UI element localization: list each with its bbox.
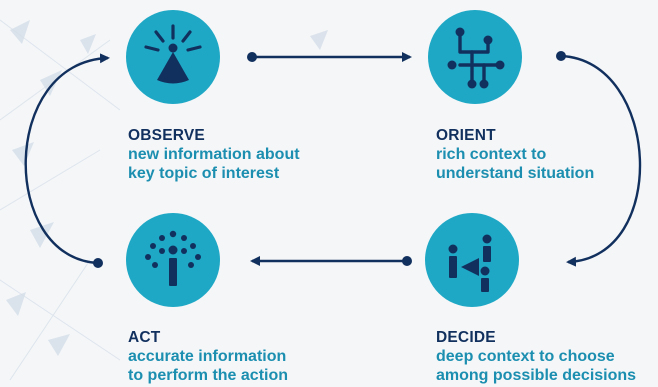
decide-info-pointer-icon <box>448 234 492 292</box>
arrow-act-to-observe <box>24 53 110 268</box>
decide-label: DECIDE deep context to choose among poss… <box>436 328 636 385</box>
arrow-decide-to-act <box>250 256 412 266</box>
observe-radiating-cone-icon <box>144 24 202 84</box>
act-node <box>126 213 220 307</box>
arrow-orient-to-decide <box>556 51 642 267</box>
orient-title: ORIENT <box>436 127 496 144</box>
orient-node <box>428 10 522 104</box>
act-info-dots-icon <box>145 230 201 286</box>
observe-desc-line2: key topic of interest <box>128 165 280 182</box>
observe-title: OBSERVE <box>128 127 205 144</box>
orient-label: ORIENT rich context to understand situat… <box>436 126 594 183</box>
decide-desc-line1: deep context to choose <box>436 348 615 365</box>
observe-desc-line1: new information about <box>128 146 300 163</box>
act-title: ACT <box>128 329 161 346</box>
observe-node <box>126 10 220 104</box>
act-label: ACT accurate information to perform the … <box>128 328 288 385</box>
observe-label: OBSERVE new information about key topic … <box>128 126 300 183</box>
decide-desc-line2: among possible decisions <box>436 367 637 384</box>
act-desc-line2: to perform the action <box>128 367 289 384</box>
orient-desc-line2: understand situation <box>436 165 595 182</box>
arrow-observe-to-orient <box>247 52 412 62</box>
decide-title: DECIDE <box>436 329 496 346</box>
orient-desc-line1: rich context to <box>436 146 547 163</box>
orient-circuit-icon <box>447 27 505 89</box>
act-desc-line1: accurate information <box>128 348 287 365</box>
decide-node <box>425 213 519 307</box>
